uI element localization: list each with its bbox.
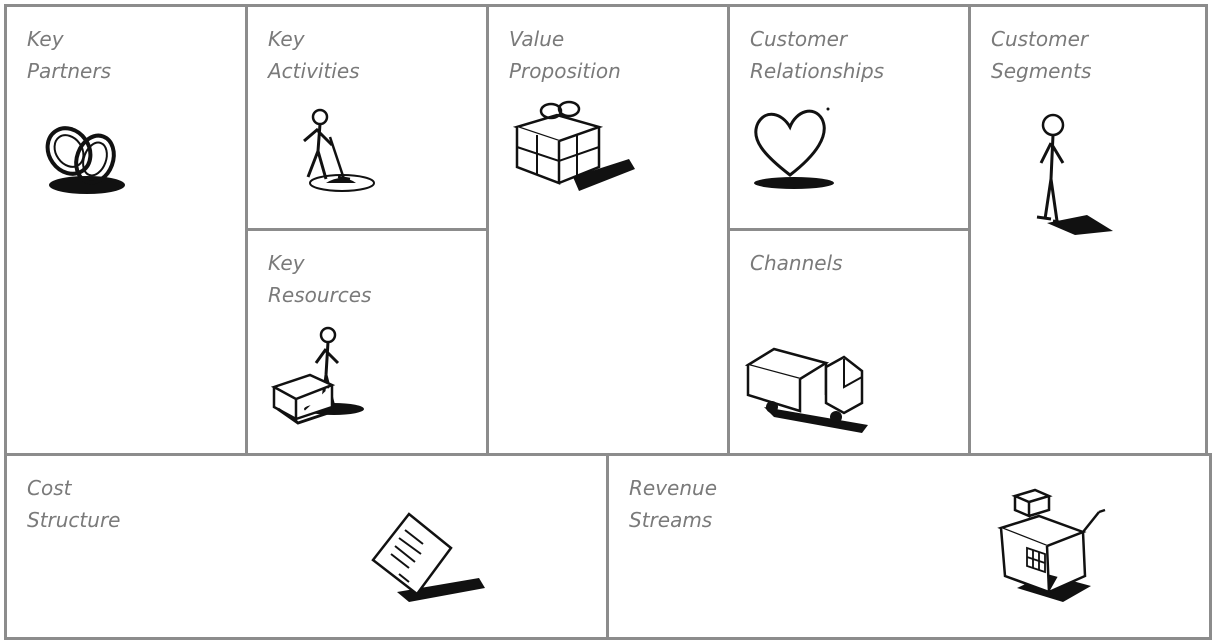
standing-person-icon <box>1027 107 1117 237</box>
key-activities-label: Key Activities <box>268 27 360 83</box>
value-proposition-label: Value Proposition <box>509 27 621 83</box>
customer-segments-label: Customer Segments <box>991 27 1092 83</box>
cost-structure-label: Cost Structure <box>27 476 121 532</box>
person-with-box-icon <box>270 323 370 433</box>
revenue-streams-block: Revenue Streams <box>606 453 1212 640</box>
value-proposition-block: Value Proposition <box>486 4 730 456</box>
channels-label: Channels <box>750 251 843 275</box>
truck-icon <box>744 337 874 437</box>
key-partners-label: Key Partners <box>27 27 112 83</box>
key-resources-label: Key Resources <box>268 251 372 307</box>
customer-relationships-block: Customer Relationships <box>727 4 971 232</box>
cash-register-icon <box>997 488 1109 606</box>
key-resources-block: Key Resources <box>245 228 489 456</box>
heart-icon <box>750 105 842 191</box>
rings-icon <box>37 119 129 199</box>
cost-structure-block: Cost Structure <box>4 453 609 640</box>
channels-block: Channels <box>727 228 971 456</box>
key-activities-block: Key Activities <box>245 4 489 232</box>
key-partners-block: Key Partners <box>4 4 248 456</box>
digging-person-icon <box>286 107 378 195</box>
gift-box-icon <box>512 97 637 201</box>
revenue-streams-label: Revenue Streams <box>629 476 717 532</box>
customer-segments-block: Customer Segments <box>968 4 1208 456</box>
receipt-icon <box>369 508 489 602</box>
customer-relationships-label: Customer Relationships <box>750 27 885 83</box>
